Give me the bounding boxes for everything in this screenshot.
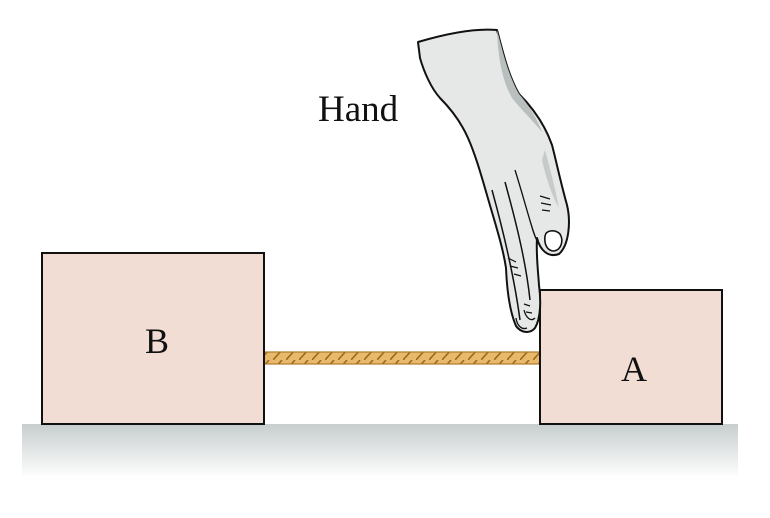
finger-line-1: [491, 189, 521, 321]
block-b: [41, 252, 265, 425]
block-a-label: A: [621, 349, 647, 389]
hand-shading: [497, 30, 542, 132]
hand-shading-lower: [542, 150, 559, 208]
finger-line-3: [514, 169, 538, 241]
hand-shape: [417, 28, 570, 333]
finger-line-2: [504, 181, 531, 301]
finger-tips: [515, 309, 536, 330]
thumb-nail: [544, 230, 563, 252]
knuckle-creases: [507, 257, 533, 314]
thumb-creases: [539, 195, 552, 212]
rope: [263, 351, 541, 365]
block-a: [539, 289, 723, 425]
block-b-label: B: [145, 321, 169, 361]
floor-surface: [22, 424, 738, 478]
hand-illustration: [417, 28, 570, 333]
hand-label: Hand: [318, 89, 399, 130]
